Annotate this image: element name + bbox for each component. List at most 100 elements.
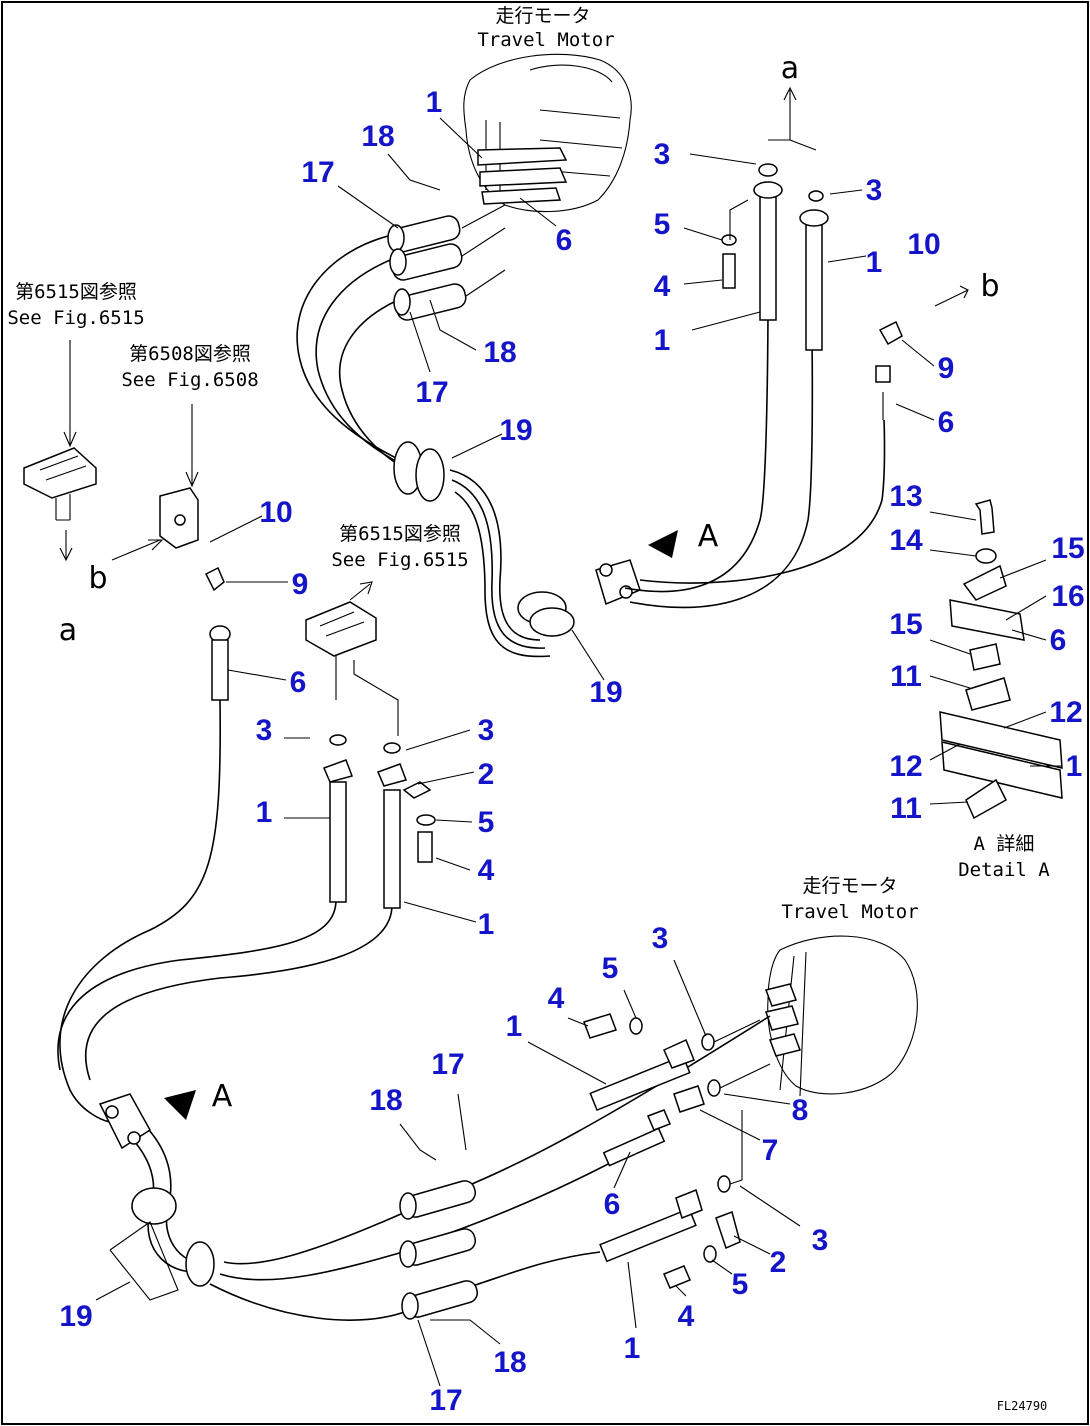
callouts-bottom: 3 5 4 1 17 18 8 7 6 3 2 5 4 1 19 18 17	[59, 922, 828, 1417]
callout-number: 10	[907, 228, 940, 261]
grommet-top	[393, 441, 575, 637]
callout-number: 14	[889, 524, 923, 557]
callout-number: 7	[762, 1134, 779, 1167]
travel-motor-top-en-label: Travel Motor	[477, 29, 614, 51]
callout-number: 4	[478, 854, 495, 887]
callout-number: 1	[624, 1332, 641, 1365]
callout-number: 4	[654, 270, 671, 303]
callout-number: 12	[1049, 696, 1082, 729]
callout-number: 6	[290, 666, 307, 699]
callout-number: 18	[369, 1084, 402, 1117]
callout-number: 3	[652, 922, 669, 955]
see-fig-6515-left-en: See Fig.6515	[7, 307, 144, 329]
callout-number: 3	[256, 714, 273, 747]
callout-number: 4	[548, 982, 565, 1015]
travel-motor-bottom	[765, 935, 918, 1097]
detail-a-arrow-top	[648, 530, 678, 558]
callout-number: 17	[431, 1048, 464, 1081]
bracket-6515-left	[23, 340, 97, 562]
callout-number: 15	[1051, 532, 1084, 565]
bottom-fittings	[98, 1013, 771, 1320]
callout-number: 6	[938, 406, 955, 439]
see-fig-6508-en: See Fig.6508	[121, 369, 258, 391]
callout-number: 2	[478, 758, 495, 791]
callout-number: 9	[938, 352, 955, 385]
marker-a-top: a	[781, 51, 799, 86]
callout-number: 4	[678, 1300, 695, 1333]
bracket-6508	[111, 404, 199, 561]
callout-number: 5	[732, 1268, 749, 1301]
callout-number: 1	[654, 324, 671, 357]
callout-number: 6	[1050, 624, 1067, 657]
callouts-detail: 13 14 15 16 6 15 11 12 12 1 11	[889, 480, 1084, 825]
see-fig-6515-mid-jp: 第6515図参照	[339, 523, 461, 545]
callout-number: 15	[889, 608, 922, 641]
callout-number: 1	[426, 86, 443, 119]
callout-number: 1	[256, 796, 273, 829]
callout-number: 18	[483, 336, 516, 369]
travel-motor-bottom-en-label: Travel Motor	[781, 901, 918, 923]
callout-number: 3	[866, 174, 883, 207]
bracket-6515-mid	[305, 581, 399, 736]
detail-a-jp: A 詳細	[974, 833, 1035, 855]
callout-number: 5	[602, 952, 619, 985]
marker-b-top: b	[980, 269, 999, 304]
callout-number: 11	[890, 660, 922, 693]
top-right-tubes	[721, 86, 969, 420]
callout-number: 16	[1051, 580, 1084, 613]
callout-number: 3	[478, 714, 495, 747]
callout-number: 17	[301, 156, 334, 189]
callout-number: 10	[259, 496, 292, 529]
marker-A-top: A	[698, 519, 719, 554]
bottom-leaders	[95, 959, 801, 1387]
see-fig-6515-left-jp: 第6515図参照	[15, 281, 137, 303]
travel-motor-top	[463, 53, 632, 213]
callout-number: 1	[1066, 750, 1083, 783]
callout-number: 1	[506, 1010, 523, 1043]
marker-b-left: b	[88, 561, 107, 596]
top-hose-fittings	[387, 204, 506, 321]
callout-number: 9	[292, 568, 309, 601]
callout-number: 2	[770, 1246, 787, 1279]
left-leaders	[209, 515, 477, 923]
callout-number: 3	[654, 138, 671, 171]
detail-a-assembly	[939, 499, 1063, 820]
callout-number: 5	[478, 806, 495, 839]
callout-number: 19	[59, 1300, 92, 1333]
callout-number: 18	[361, 120, 394, 153]
travel-motor-top-jp-label: 走行モータ	[495, 5, 590, 27]
clamp-top	[595, 299, 886, 609]
see-fig-6515-mid-en: See Fig.6515	[331, 549, 468, 571]
top-leaders	[337, 117, 935, 681]
callout-number: 8	[792, 1094, 809, 1127]
travel-motor-bottom-jp-label: 走行モータ	[802, 875, 897, 897]
marker-a-left: a	[59, 613, 77, 648]
mid-tubes	[322, 734, 436, 909]
callout-number: 13	[889, 480, 922, 513]
callouts-top: 1 18 17 6 18 17 19 19 3 3 5 4 1 1 10 9 6	[301, 86, 954, 709]
callout-number: 17	[415, 376, 448, 409]
callout-number: 19	[499, 414, 532, 447]
see-fig-6508-jp: 第6508図参照	[129, 343, 251, 365]
detail-leaders	[929, 511, 1062, 805]
callout-number: 3	[812, 1224, 829, 1257]
callout-number: 11	[890, 792, 922, 825]
callout-number: 5	[654, 208, 671, 241]
callout-number: 6	[556, 224, 573, 257]
callout-number: 18	[493, 1346, 526, 1379]
detail-a-arrow-bottom	[164, 1090, 196, 1120]
top-hose-bundle	[296, 234, 551, 658]
callout-number: 1	[478, 908, 495, 941]
detail-a-en: Detail A	[958, 859, 1050, 881]
left-fitting-items	[57, 566, 393, 1123]
marker-A-bottom: A	[212, 1079, 233, 1114]
callout-number: 6	[604, 1188, 621, 1221]
callout-number: 1	[866, 246, 883, 279]
callout-number: 17	[429, 1384, 462, 1417]
callout-number: 12	[889, 750, 922, 783]
callouts-left: 10 9 6 3 3 2 5 4 1 1	[256, 496, 495, 941]
callout-number: 19	[589, 676, 622, 709]
figure-code: FL24790	[997, 1399, 1048, 1413]
